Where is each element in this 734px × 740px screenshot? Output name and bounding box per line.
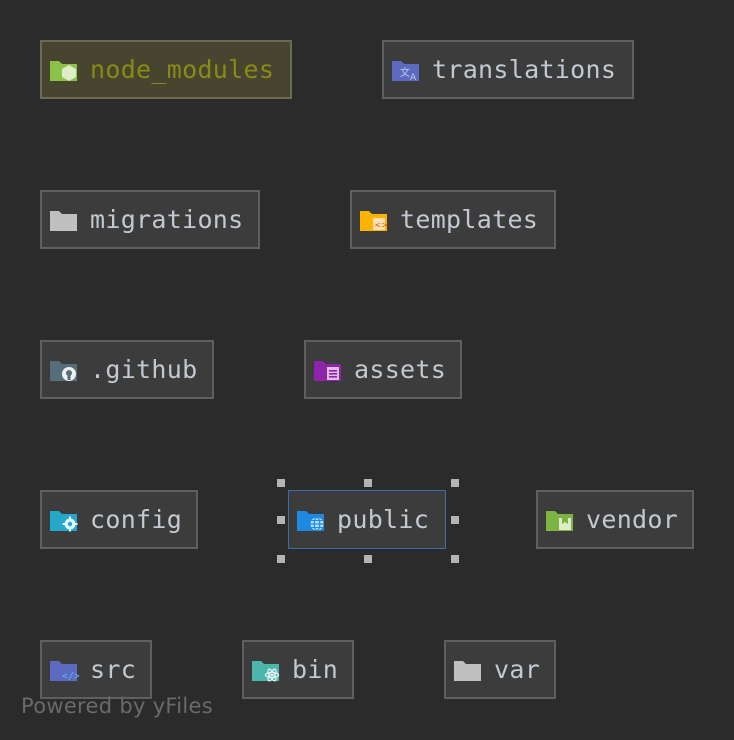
resize-handle-top-right[interactable] — [451, 479, 459, 487]
node-var[interactable]: var — [444, 640, 556, 699]
node-label: bin — [292, 655, 339, 684]
node-label: vendor — [586, 505, 679, 534]
folder-icon — [49, 207, 79, 233]
svg-text:文: 文 — [400, 66, 410, 79]
node-label: src — [90, 655, 137, 684]
node-public[interactable]: public — [288, 490, 446, 549]
node-label: var — [494, 655, 541, 684]
source-folder-icon: </> — [49, 657, 79, 683]
node-label: templates — [400, 205, 539, 234]
node-node-modules[interactable]: node_modules — [40, 40, 292, 99]
node-label: node_modules — [90, 55, 275, 84]
resize-handle-right[interactable] — [451, 516, 459, 524]
node-label: .github — [90, 355, 198, 384]
assets-folder-icon — [313, 357, 343, 383]
resize-handle-bottom[interactable] — [364, 555, 372, 563]
node-migrations[interactable]: migrations — [40, 190, 260, 249]
node-bin[interactable]: bin — [242, 640, 354, 699]
svg-text:<>: <> — [375, 220, 388, 229]
node-label: assets — [354, 355, 447, 384]
bin-folder-icon — [251, 657, 281, 683]
node-templates[interactable]: <> templates — [350, 190, 556, 249]
translation-folder-icon: 文 A — [391, 57, 421, 83]
github-folder-icon — [49, 357, 79, 383]
resize-handle-bottom-left[interactable] — [277, 555, 285, 563]
svg-text:</>: </> — [62, 671, 79, 682]
nodejs-folder-icon — [49, 57, 79, 83]
node-label: config — [90, 505, 183, 534]
node-assets[interactable]: assets — [304, 340, 462, 399]
node-config[interactable]: config — [40, 490, 198, 549]
node-label: migrations — [90, 205, 244, 234]
public-folder-icon — [296, 507, 326, 533]
resize-handle-top[interactable] — [364, 479, 372, 487]
resize-handle-bottom-right[interactable] — [451, 555, 459, 563]
resize-handle-left[interactable] — [277, 516, 285, 524]
template-folder-icon: <> — [359, 207, 389, 233]
node-label: public — [337, 505, 430, 534]
node-vendor[interactable]: vendor — [536, 490, 694, 549]
node-translations[interactable]: 文 A translations — [382, 40, 634, 99]
resize-handle-top-left[interactable] — [277, 479, 285, 487]
node-src[interactable]: </> src — [40, 640, 152, 699]
folder-icon — [453, 657, 483, 683]
yfiles-watermark: Powered by yFiles — [21, 694, 213, 718]
svg-text:A: A — [410, 73, 417, 83]
node-github[interactable]: .github — [40, 340, 214, 399]
vendor-folder-icon — [545, 507, 575, 533]
node-label: translations — [432, 55, 617, 84]
config-folder-icon — [49, 507, 79, 533]
